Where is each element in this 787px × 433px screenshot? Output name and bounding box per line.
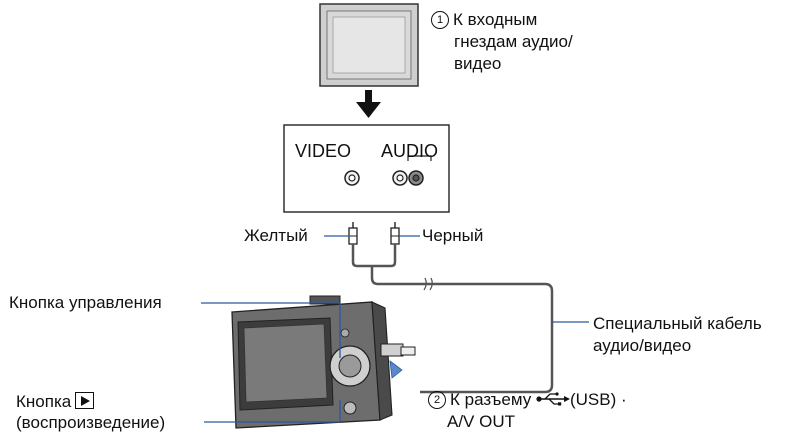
black-plug	[390, 222, 400, 245]
connector-label-line2: A/V OUT	[447, 412, 516, 431]
av-cable	[351, 244, 554, 394]
jack-panel	[283, 124, 450, 213]
audio-jack-right	[408, 170, 424, 186]
playback-label-line2: (воспроизведение)	[16, 413, 166, 432]
yellow-plug	[348, 222, 358, 245]
step-one-badge: 1	[431, 11, 449, 29]
usb-icon	[536, 392, 570, 406]
leader-lines	[201, 235, 589, 423]
video-jack	[344, 170, 360, 186]
control-button-label: Кнопка управления	[9, 293, 162, 312]
playback-label-line1: Кнопка	[16, 392, 72, 411]
cable-label-line2: аудио/видео	[593, 336, 692, 355]
yellow-plug-label: Желтый	[244, 226, 308, 245]
playback-button-label: Кнопка	[16, 392, 95, 412]
tv-label-line3: видео	[454, 54, 502, 73]
video-label: VIDEO	[295, 141, 352, 161]
black-plug-label: Черный	[422, 226, 484, 245]
down-arrow-icon	[356, 90, 381, 118]
connector-label-prefix: К разъему	[450, 390, 532, 409]
step-two-badge: 2	[428, 391, 446, 409]
camera-illustration	[231, 295, 416, 429]
cable-label-line1: Специальный кабель	[593, 314, 762, 333]
audio-jack-left	[392, 170, 408, 186]
tv-label-line2: гнездам аудио/	[454, 32, 573, 51]
tv-label-line1: К входным	[453, 10, 538, 29]
audio-label: AUDIO	[381, 141, 439, 161]
play-icon	[75, 392, 95, 409]
tv-illustration	[319, 3, 419, 87]
connector-label-suffix: (USB) ·	[569, 390, 627, 409]
